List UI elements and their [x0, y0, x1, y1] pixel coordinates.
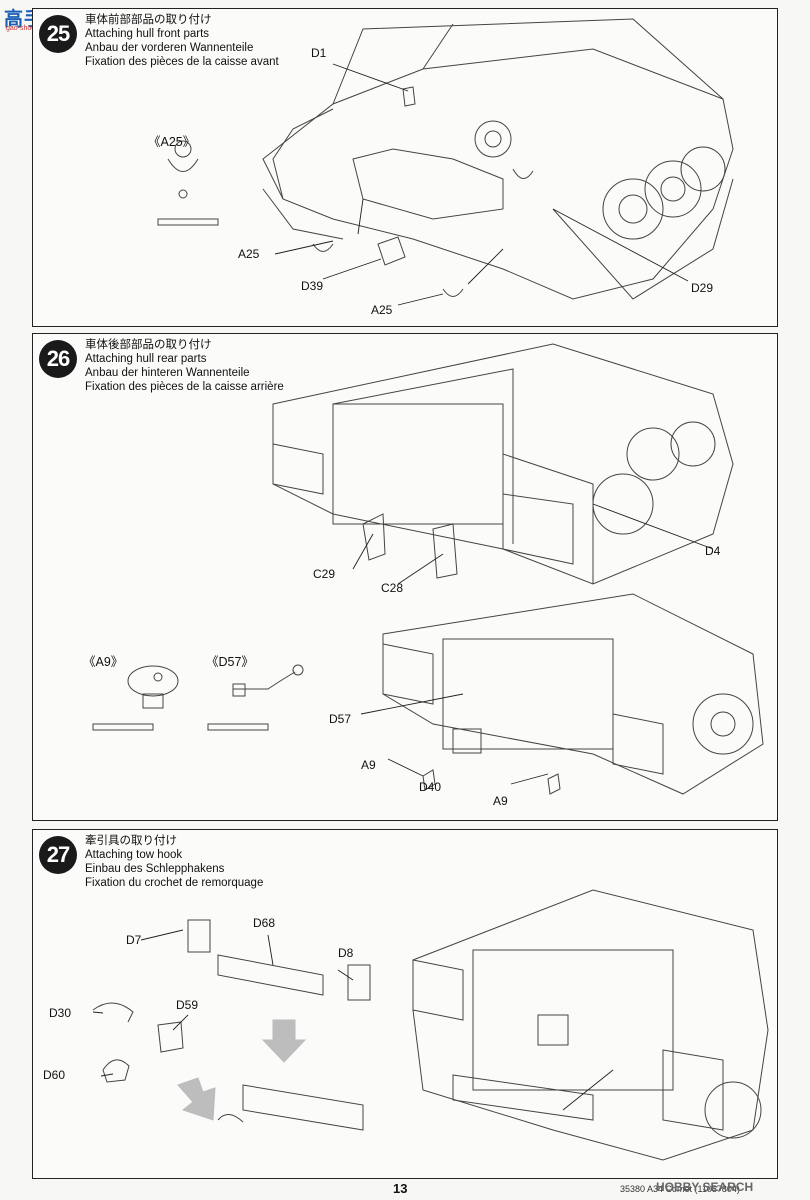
part-label: D8 [338, 946, 354, 960]
part-label: A25 [371, 303, 393, 317]
title-fr: Fixation des pièces de la caisse avant [85, 56, 279, 68]
part-label: D59 [176, 998, 199, 1012]
step-26-drawing [92, 343, 764, 795]
part-label: D68 [253, 916, 276, 930]
part-label: A25 [238, 247, 260, 261]
part-label: A9 [493, 794, 508, 808]
part-label: D40 [419, 780, 442, 794]
title-jp: 牽引具の取り付け [85, 835, 177, 847]
part-label: D39 [301, 279, 324, 293]
part-sublabel: 《A9》 [83, 655, 124, 669]
part-label: D1 [311, 46, 327, 60]
part-label: D4 [705, 544, 721, 558]
title-de: Einbau des Schlepphakens [85, 863, 225, 875]
title-en: Attaching hull front parts [85, 28, 210, 40]
step-26-panel: 26 車体後部部品の取り付け Attaching hull rear parts… [32, 333, 778, 821]
part-label: D30 [49, 1006, 72, 1020]
title-en: Attaching hull rear parts [85, 353, 207, 365]
logo-url: gao-shou.com [6, 25, 51, 32]
title-fr: Fixation des pièces de la caisse arrière [85, 381, 284, 393]
part-label: D57 [329, 712, 352, 726]
step-title: 車体前部部品の取り付け Attaching hull front parts A… [85, 13, 279, 69]
part-label: D60 [43, 1068, 66, 1082]
step-25-panel: 25 車体前部部品の取り付け Attaching hull front part… [32, 8, 778, 327]
step-27-drawing [92, 889, 769, 1161]
part-sublabel: 《A25》 [148, 135, 196, 149]
part-label: D7 [126, 933, 142, 947]
title-de: Anbau der hinteren Wannenteile [85, 367, 250, 379]
step-number: 27 [39, 836, 77, 874]
title-de: Anbau der vorderen Wannenteile [85, 42, 254, 54]
step-title: 牽引具の取り付け Attaching tow hook Einbau des S… [85, 834, 263, 890]
part-label: C28 [381, 581, 404, 595]
step-title: 車体後部部品の取り付け Attaching hull rear parts An… [85, 338, 284, 394]
part-label: D29 [691, 281, 714, 295]
part-label: C29 [313, 567, 336, 581]
step-number: 25 [39, 15, 77, 53]
step-27-panel: 27 牽引具の取り付け Attaching tow hook Einbau de… [32, 829, 778, 1179]
part-label: A9 [361, 758, 376, 772]
title-en: Attaching tow hook [85, 849, 183, 861]
page-number: 13 [393, 1181, 408, 1196]
title-jp: 車体後部部品の取り付け [85, 339, 212, 351]
footer-code: 35380 A34 Comet (11057804) [620, 1184, 740, 1194]
step-25-drawing [157, 18, 734, 306]
part-sublabel: 《D57》 [206, 655, 254, 669]
watermark: HOBBY SEARCH [656, 1180, 754, 1194]
title-jp: 車体前部部品の取り付け [85, 14, 212, 26]
title-fr: Fixation du crochet de remorquage [85, 877, 264, 889]
step-number: 26 [39, 340, 77, 378]
